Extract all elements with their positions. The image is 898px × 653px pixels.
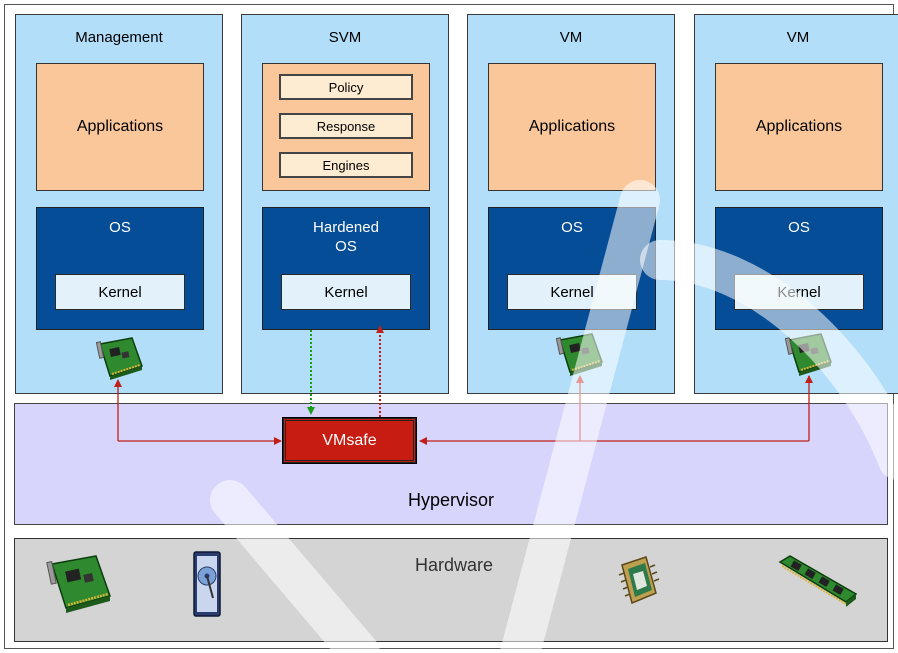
vmsafe-box: VMsafe [282,417,417,464]
column-title: Management [75,29,163,46]
disk-drive-icon [193,551,221,617]
hardened-os-line1: Hardened [313,219,379,236]
os-box: OS Kernel [488,207,656,330]
response-box: Response [279,113,413,139]
network-card-icon [96,337,143,380]
kernel-label: Kernel [550,283,594,301]
kernel-box: Kernel [55,274,185,310]
applications-box: Applications [715,63,883,191]
column-title: SVM [328,29,362,46]
column-title: VM [786,29,810,46]
network-card-icon [785,333,832,376]
os-label: OS [561,219,583,236]
applications-label: Applications [755,118,843,135]
memory-module-icon [778,555,858,607]
kernel-label: Kernel [777,283,821,301]
network-card-icon [46,555,111,613]
response-label: Response [316,118,376,134]
os-box: OS Kernel [715,207,883,330]
kernel-label: Kernel [98,283,142,301]
engines-label: Engines [322,157,370,173]
hardware-label: Hardware [415,555,494,575]
hypervisor-label: Hypervisor [407,490,495,510]
applications-box: Applications [488,63,656,191]
column-management: Management Applications OS Kernel [15,14,223,394]
os-label: OS [788,219,810,236]
policy-label: Policy [328,79,364,95]
network-card-icon [556,333,603,376]
column-title: VM [559,29,583,46]
hardware-layer: Hardware [14,538,888,642]
os-box: OS Kernel [36,207,204,330]
vmsafe-label: VMsafe [322,431,377,449]
kernel-box: Kernel [507,274,637,310]
hardened-os-line2: OS [335,238,357,255]
svm-components-box: Policy Response Engines [262,63,430,191]
policy-box: Policy [279,74,413,100]
applications-label: Applications [528,118,616,135]
cpu-chip-icon [618,556,660,605]
os-label: OS [109,219,131,236]
applications-box: Applications [36,63,204,191]
hypervisor-layer: Hypervisor [14,403,888,525]
kernel-box: Kernel [734,274,864,310]
applications-label: Applications [76,118,164,135]
engines-box: Engines [279,152,413,178]
kernel-box: Kernel [281,274,411,310]
kernel-label: Kernel [324,283,368,301]
